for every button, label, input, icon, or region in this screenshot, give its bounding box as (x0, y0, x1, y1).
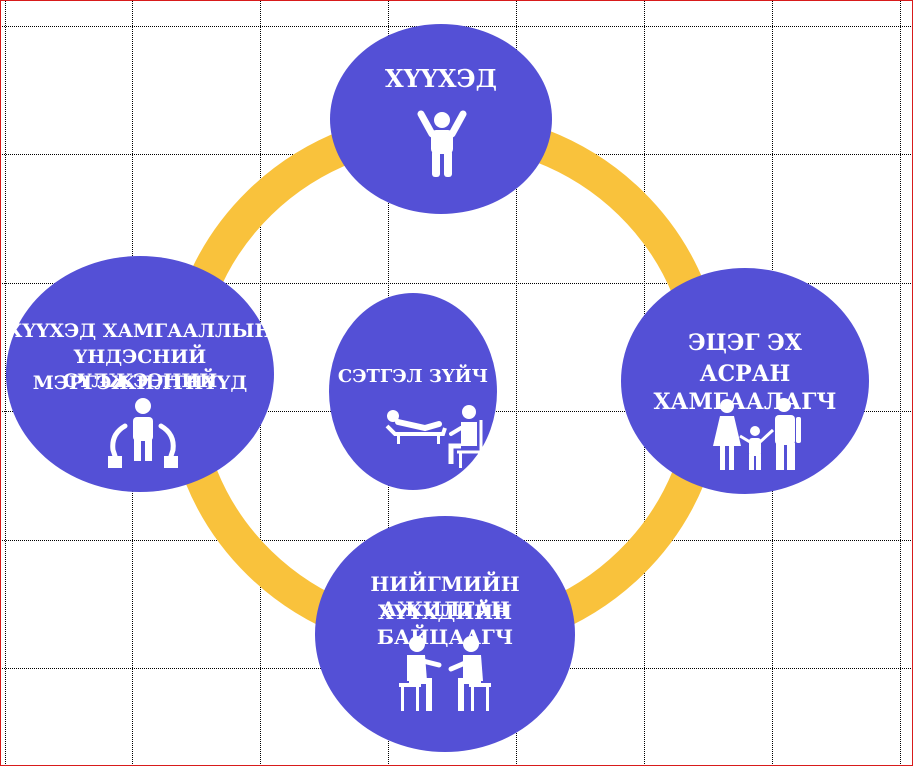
node-social-worker-label-2: ХҮҮХДИЙН БАЙЦААГЧ (376, 600, 514, 649)
psychologist-icon (385, 404, 485, 470)
family-icon (710, 398, 805, 472)
node-protection-network-label-2: ҮНДЭСНИЙ СҮЛЖЭЭНИЙ (62, 346, 218, 392)
node-psychologist-label: СЭТГЭЛ ЗҮЙЧ (337, 366, 489, 387)
node-protection-network-label-1: ХҮҮХЭД ХАМГААЛЛЫН (7, 320, 273, 342)
node-parents-label-2: АСРАН ХАМГААЛАГЧ (653, 361, 837, 415)
node-parents-label-1: ЭЦЭГ ЭХ (688, 330, 802, 356)
grid-line (516, 0, 517, 766)
node-protection-network-label-3: МЭРГЭЖИЛТНҮҮД (32, 372, 248, 394)
node-psychologist (329, 293, 497, 490)
child-icon (417, 110, 467, 178)
grid-line (5, 0, 6, 766)
node-social-worker-label-1: НИЙГМИЙН АЖИЛТАН (370, 572, 520, 621)
grid-line (0, 283, 913, 284)
node-parents (621, 268, 869, 494)
node-child-label: ХҮҮХЭД (385, 64, 497, 93)
grid-line (900, 0, 901, 766)
counseling-icon (395, 635, 495, 713)
protected-person-icon (105, 398, 181, 470)
node-social-worker (315, 516, 575, 752)
